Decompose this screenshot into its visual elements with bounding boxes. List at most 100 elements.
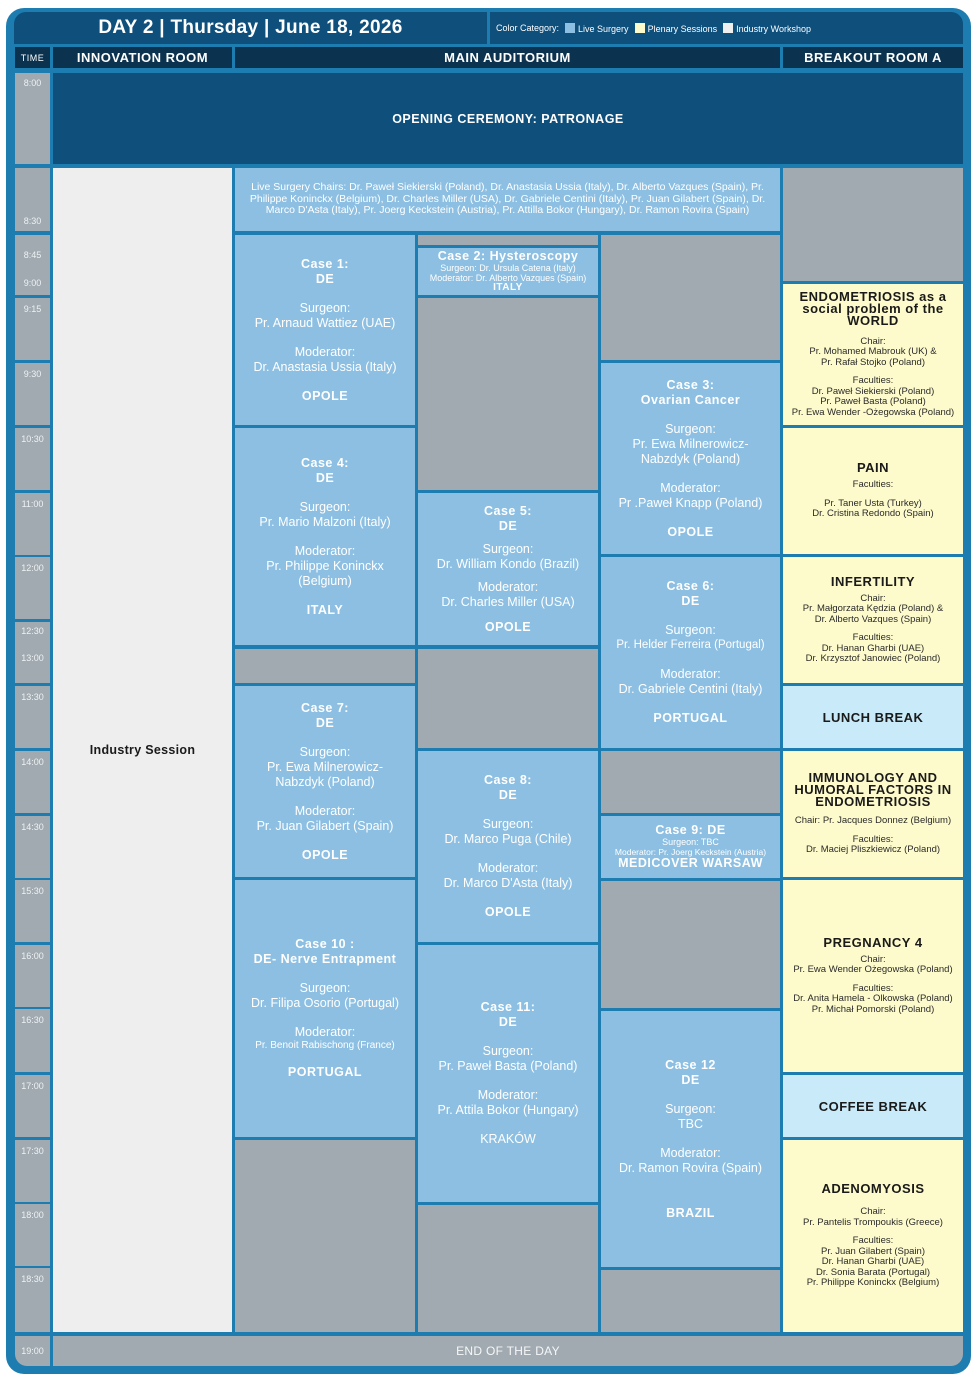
faculty: Dr. Krzysztof Janowiec (Poland)	[805, 653, 941, 664]
surgeon: Pr. Arnaud Wattiez (UAE)	[254, 315, 396, 330]
moderator: Dr. Anastasia Ussia (Italy)	[253, 359, 397, 374]
surgeon-label: Surgeon:	[299, 981, 351, 995]
color-legend: Color Category: Live Surgery Plenary Ses…	[490, 12, 963, 44]
case-10[interactable]: Case 10 : DE- Nerve Entrapment Surgeon: …	[235, 880, 415, 1137]
case-1[interactable]: Case 1: DE Surgeon: Pr. Arnaud Wattiez (…	[235, 235, 415, 425]
faculty: Dr. Anita Hamela - Olkowska (Poland)	[793, 993, 953, 1005]
time-slot: 12:00	[15, 557, 50, 619]
moderator-label: Moderator:	[294, 803, 356, 818]
surgeon: Pr. Helder Ferreira (Portugal)	[616, 639, 765, 651]
surgeon: Pr. Paweł Basta (Poland)	[438, 1059, 578, 1073]
case-11[interactable]: Case 11: DE Surgeon: Pr. Paweł Basta (Po…	[418, 945, 598, 1202]
surgeon: Dr. Filipa Osorio (Portugal)	[251, 996, 399, 1010]
empty-slot	[235, 1140, 415, 1332]
moderator-label: Moderator:	[660, 1145, 721, 1160]
case-7[interactable]: Case 7: DE Surgeon: Pr. Ewa Milnerowicz-…	[235, 686, 415, 877]
surgeon-label: Surgeon:	[482, 817, 534, 831]
faculty: Pr. Michał Pomorski (Poland)	[811, 1003, 935, 1015]
time-slot: 16:00	[15, 945, 50, 1007]
case-location: OPOLE	[301, 388, 349, 403]
chair: Pr. Rafał Stojko (Poland)	[820, 356, 926, 368]
case-title: Case 5:	[484, 503, 532, 518]
legend-label: Color Category:	[496, 23, 560, 33]
legend-text: Live Surgery	[578, 23, 629, 34]
opening-ceremony[interactable]: OPENING CEREMONY: PATRONAGE	[53, 73, 963, 164]
surgeon-label: Surgeon:	[299, 499, 351, 514]
time-slot: 8:00	[15, 73, 50, 164]
case-subtitle: DE	[498, 1015, 518, 1029]
moderator-label: Moderator:	[660, 480, 721, 495]
time-slot: 19:00	[15, 1336, 50, 1366]
surgeon: Pr. Mario Malzoni (Italy)	[259, 514, 391, 529]
case-6[interactable]: Case 6: DE Surgeon: Pr. Helder Ferreira …	[601, 557, 780, 748]
col-header-main: MAIN AUDITORIUM	[235, 47, 780, 68]
surgeon: Pr. Ewa Milnerowicz-Nabzdyk (Poland)	[632, 436, 749, 466]
chair: Pr. Mohamed Mabrouk (UK) &	[809, 346, 937, 358]
empty-slot	[601, 751, 780, 813]
time-slot: 17:30	[15, 1140, 50, 1202]
moderator: Pr. Philippe Koninckx (Belgium)	[266, 558, 384, 588]
time-slot: 8:30	[15, 168, 50, 231]
session-title: INFERTILITY	[830, 573, 916, 589]
legend-text: Plenary Sessions	[647, 23, 718, 34]
legend-live-surgery: Live Surgery	[565, 22, 629, 34]
faculties-label: Faculties:	[852, 833, 894, 845]
case-location: ITALY	[493, 282, 523, 293]
case-location: PORTUGAL	[653, 711, 728, 725]
plenary-adenomyosis[interactable]: ADENOMYOSIS Chair: Pr. Pantelis Trompouk…	[783, 1140, 963, 1332]
case-subtitle: DE- Nerve Entrapment	[253, 952, 397, 966]
faculties-label: Faculties:	[852, 375, 894, 387]
plenary-endometriosis[interactable]: ENDOMETRIOSIS as a social problem of the…	[783, 284, 963, 425]
case-title: Case 6:	[666, 579, 715, 593]
case-location: OPOLE	[484, 619, 532, 634]
moderator-label: Moderator:	[294, 543, 356, 558]
faculty: Dr. Cristina Redondo (Spain)	[812, 508, 934, 520]
plenary-immunology[interactable]: IMMUNOLOGY AND HUMORAL FACTORS IN ENDOME…	[783, 751, 963, 877]
swatch-icon	[565, 22, 576, 33]
chair: Pr. Małgorzata Kędzia (Poland) &	[802, 603, 944, 614]
time-slot: 10:30	[15, 428, 50, 490]
surgeon-label: Surgeon:	[299, 744, 351, 759]
case-9[interactable]: Case 9: DE Surgeon: TBC Moderator: Pr. J…	[601, 816, 780, 878]
case-3[interactable]: Case 3: Ovarian Cancer Surgeon: Pr. Ewa …	[601, 363, 780, 554]
moderator: Dr. Charles Miller (USA)	[441, 594, 575, 609]
case-title: Case 10 :	[295, 937, 355, 951]
empty-slot	[601, 1270, 780, 1332]
faculties-label: Faculties:	[852, 632, 894, 643]
case-title: Case 4:	[301, 455, 349, 470]
case-subtitle: DE	[681, 1072, 700, 1087]
case-location: OPOLE	[667, 524, 714, 539]
case-title: Case 2: Hysteroscopy	[437, 249, 579, 263]
faculty: Dr. Maciej Pliszkiewicz (Poland)	[805, 844, 941, 856]
faculty: Dr. Paweł Siekierski (Poland)	[811, 385, 935, 397]
time-slot: 14:00	[15, 751, 50, 813]
case-location: OPOLE	[301, 847, 349, 862]
session-title: ADENOMYOSIS	[821, 1181, 925, 1197]
case-8[interactable]: Case 8: DE Surgeon: Dr. Marco Puga (Chil…	[418, 751, 598, 942]
moderator: Pr. Attila Bokor (Hungary)	[437, 1103, 579, 1117]
session-title: PREGNANCY 4	[823, 934, 923, 950]
chair: Pr. Pantelis Trompoukis (Greece)	[803, 1216, 943, 1228]
plenary-infertility[interactable]: INFERTILITY Chair: Pr. Małgorzata Kędzia…	[783, 557, 963, 683]
plenary-pregnancy[interactable]: PREGNANCY 4 Chair: Pr. Ewa Wender Ożegow…	[783, 880, 963, 1072]
legend-text: Industry Workshop	[736, 23, 811, 34]
surgeon: Pr. Ewa Milnerowicz-Nabzdyk (Poland)	[267, 759, 383, 789]
moderator: Pr. Juan Gilabert (Spain)	[256, 818, 394, 833]
moderator: Dr. Ramon Rovira (Spain)	[618, 1160, 763, 1175]
col-header-time: TIME	[15, 47, 50, 68]
chair-label: Chair:	[860, 592, 886, 604]
empty-slot	[783, 168, 963, 281]
case-12[interactable]: Case 12 DE Surgeon: TBC Moderator: Dr. R…	[601, 1011, 780, 1267]
moderator-label: Moderator:	[477, 861, 539, 875]
plenary-pain[interactable]: PAIN Faculties: Pr. Taner Usta (Turkey) …	[783, 428, 963, 554]
empty-slot	[235, 649, 415, 683]
legend-industry: Industry Workshop	[723, 22, 811, 34]
case-5[interactable]: Case 5: DE Surgeon: Dr. William Kondo (B…	[418, 493, 598, 645]
industry-session[interactable]: Industry Session	[53, 168, 232, 1332]
time-slot: 17:00	[15, 1075, 50, 1137]
moderator-label: Moderator:	[660, 667, 721, 681]
case-2[interactable]: Case 2: Hysteroscopy Surgeon: Dr. Ursula…	[418, 248, 598, 295]
case-4[interactable]: Case 4: DE Surgeon: Pr. Mario Malzoni (I…	[235, 428, 415, 645]
